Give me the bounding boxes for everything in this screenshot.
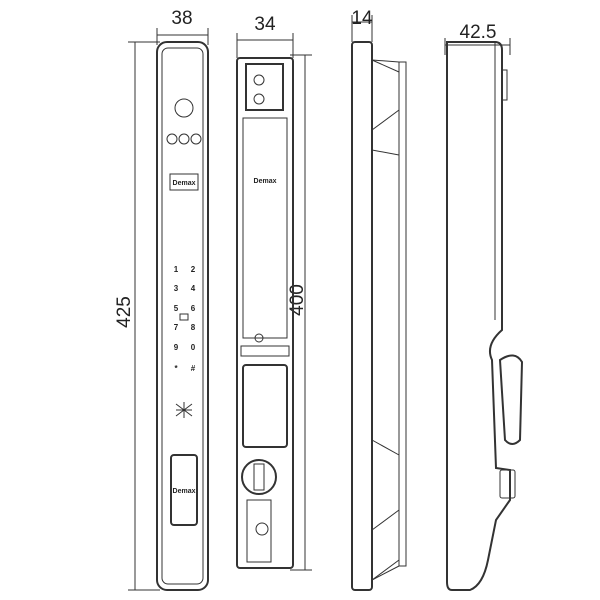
key-1[interactable]: 1 [174,265,179,274]
back-logo: Demax [254,178,277,185]
handle-cover [170,454,198,526]
camera-icon [174,98,194,118]
key-3[interactable]: 3 [174,284,179,293]
keypad: 1 2 3 4 5 6 7 8 9 0 * # [174,265,196,373]
brand-badge [169,173,199,191]
key-star[interactable]: * [174,364,178,373]
key-2[interactable]: 2 [191,265,196,274]
key-0[interactable]: 0 [191,343,196,352]
brand-logo: Demax [173,180,196,187]
sensor-icons [190,133,202,145]
key-8[interactable]: 8 [191,323,196,332]
key-4[interactable]: 4 [191,284,196,293]
side-depth-label: 42.5 [460,22,497,43]
screw-icon [255,522,269,536]
key-9[interactable]: 9 [174,343,179,352]
key-hash[interactable]: # [191,364,196,373]
plate-side-view: 14 [351,8,407,591]
front-height-label: 425 [114,296,135,328]
back-plate [236,57,294,569]
side-profile-view: 42.5 [444,22,524,591]
key-7[interactable]: 7 [174,323,179,332]
inner-handle [242,364,288,448]
battery-cover [245,63,284,111]
back-width-label: 34 [254,14,276,35]
front-body [156,41,209,591]
fingerprint-grille [175,402,193,418]
handle-logo: Demax [173,488,196,495]
thumb-turn[interactable] [241,459,277,495]
back-height-label: 400 [287,284,308,316]
key-6[interactable]: 6 [191,304,196,313]
handle-side [498,354,524,445]
front-view: 38 425 Demax 1 2 3 4 5 6 7 8 9 0 * # Dem… [114,8,209,591]
front-width-label: 38 [171,8,192,29]
key-5[interactable]: 5 [174,304,179,313]
plate-thickness-label: 14 [351,8,373,29]
back-view: 34 400 Demax [236,14,312,571]
